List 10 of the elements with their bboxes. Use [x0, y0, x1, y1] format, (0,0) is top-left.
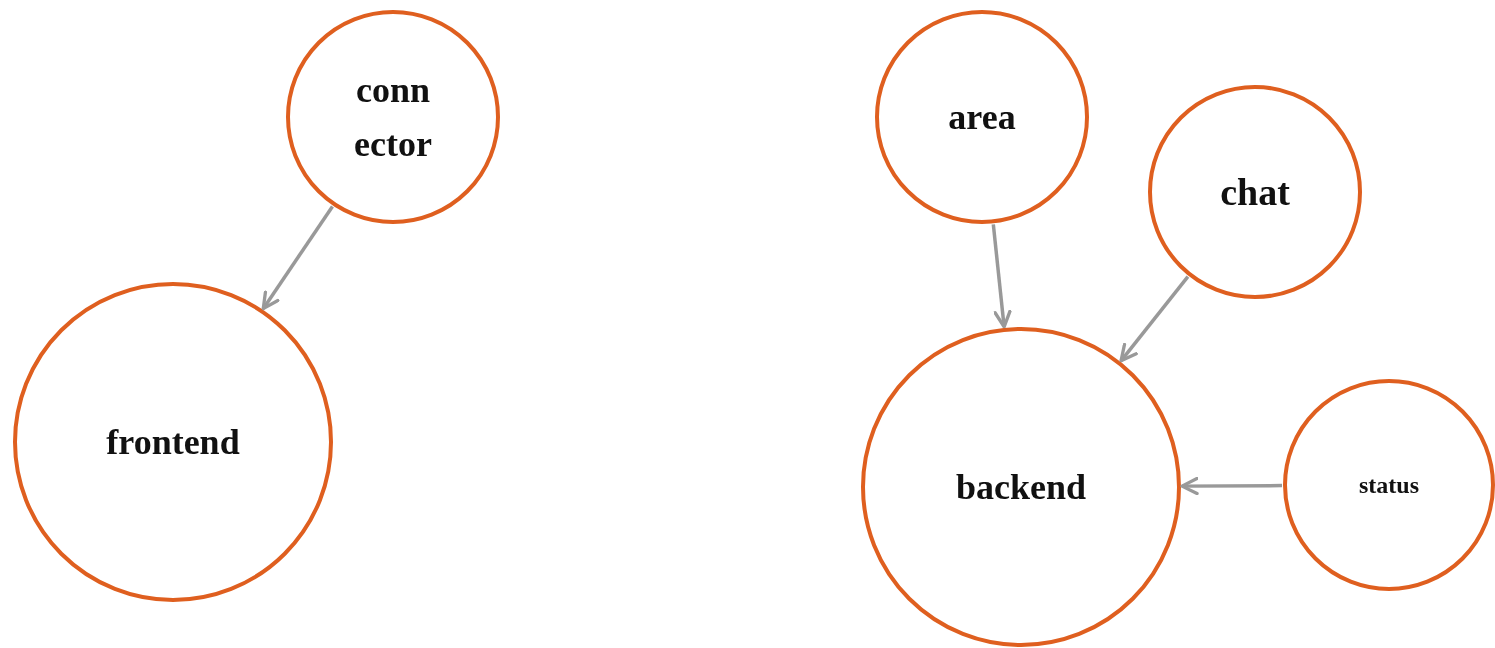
arrow: [1180, 476, 1282, 496]
node-label: backend: [955, 466, 1086, 509]
node-label: chat: [1220, 169, 1290, 215]
node-label: area: [948, 96, 1016, 139]
arrow: [261, 205, 334, 311]
arrow: [1119, 275, 1190, 363]
node-label: conn ector: [353, 69, 433, 166]
node-label: status: [1359, 471, 1419, 500]
node-label: frontend: [106, 421, 240, 464]
arrow: [991, 224, 1012, 329]
